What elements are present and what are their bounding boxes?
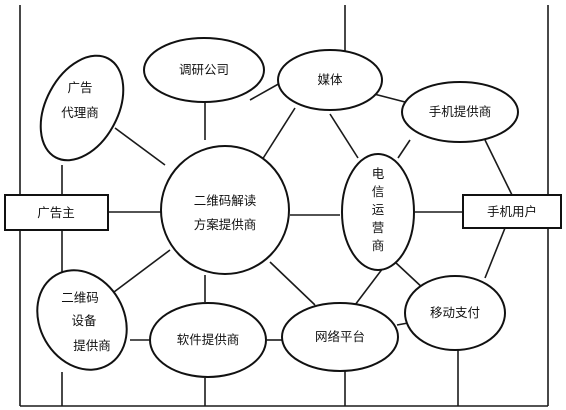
node-phone-maker: 手机提供商 — [401, 81, 519, 143]
node-device-maker-line2: 设备 — [71, 313, 97, 328]
node-phone-user-label: 手机用户 — [487, 204, 537, 219]
node-device-maker-line3: 提供商 — [73, 338, 111, 353]
node-hub-line1: 二维码解读 — [194, 193, 257, 208]
node-telecom-operator: 电 信 运 营 商 — [341, 153, 415, 271]
node-survey-company: 调研公司 — [143, 37, 265, 103]
node-telecom-line5: 商 — [372, 238, 385, 253]
node-advertiser: 广告主 — [4, 194, 109, 231]
node-ad-agency-line1: 广告 — [67, 80, 92, 95]
node-telecom-line4: 营 — [372, 220, 385, 235]
node-phone-user: 手机用户 — [462, 194, 562, 229]
node-hub-solution-provider: 二维码解读 方案提供商 — [160, 145, 290, 275]
node-device-maker-line1: 二维码 — [61, 290, 99, 305]
node-ad-agency-line2: 代理商 — [61, 105, 99, 120]
node-advertiser-label: 广告主 — [37, 205, 75, 220]
node-software-provider-label: 软件提供商 — [177, 332, 240, 347]
node-device-maker: 二维码 设备 提供商 — [36, 269, 128, 371]
node-media-label: 媒体 — [317, 72, 343, 87]
node-hub-line2: 方案提供商 — [194, 217, 257, 232]
node-mobile-payment-label: 移动支付 — [430, 305, 480, 320]
node-telecom-line3: 运 — [372, 202, 385, 217]
node-phone-maker-label: 手机提供商 — [429, 104, 492, 119]
node-telecom-line2: 信 — [372, 184, 385, 199]
node-software-provider: 软件提供商 — [149, 302, 267, 378]
node-mobile-payment: 移动支付 — [404, 275, 506, 351]
node-network-platform: 网络平台 — [281, 302, 399, 372]
node-survey-company-label: 调研公司 — [179, 62, 229, 77]
node-ad-agency: 广告 代理商 — [39, 54, 125, 162]
node-media: 媒体 — [277, 49, 383, 111]
node-telecom-line1: 电 — [372, 166, 385, 181]
node-network-platform-label: 网络平台 — [315, 329, 365, 344]
